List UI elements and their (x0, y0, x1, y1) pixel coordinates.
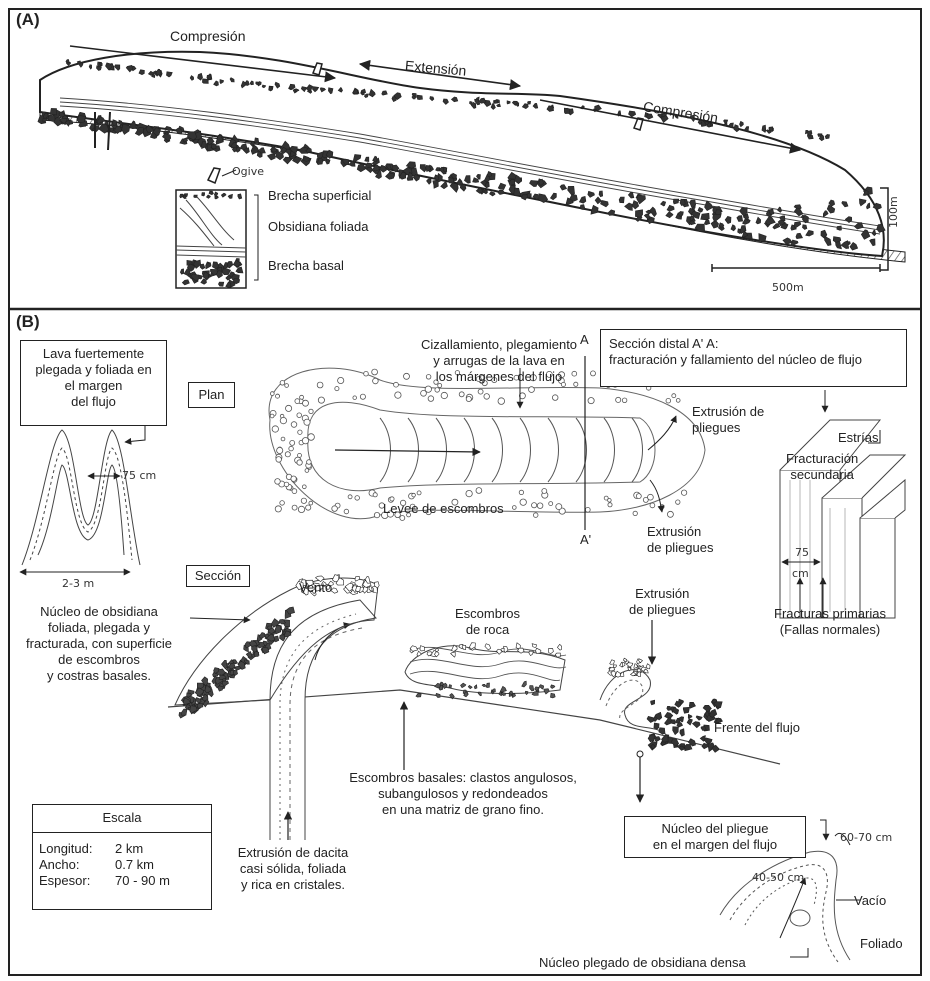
label-compresion-left: Compresión (170, 28, 245, 44)
label-ogive: Ogive (232, 164, 264, 180)
label-block-cm: cm (792, 566, 809, 582)
fract-prim-line-2: (Fallas normales) (762, 622, 898, 638)
cizallamiento-line-3: los márgenes del flujo (404, 369, 594, 385)
fault-blocks (780, 390, 905, 618)
label-extrusion-dacita: Extrusión de dacita casi sólida, foliada… (228, 845, 358, 893)
label-escombros-roca: Escombros de roca (455, 606, 520, 638)
scale-label-espesor: Espesor: (39, 873, 115, 889)
horizontal-scale-bar (712, 264, 880, 272)
seccion-tag: Sección (186, 565, 250, 587)
cizallamiento-line-1: Cizallamiento, plegamiento (404, 337, 594, 353)
nucleo-line-3: fracturada, con superficie (14, 636, 184, 652)
label-60-70: 60-70 cm (840, 830, 892, 846)
label-brecha-basal: Brecha basal (268, 258, 344, 274)
scale-label-longitud: Longitud: (39, 841, 115, 857)
nucleo-pliegue-line-2: en el margen del flujo (625, 837, 805, 853)
extrusion-section-line-2: de pliegues (629, 602, 696, 618)
label-nucleo-plegado: Núcleo plegado de obsidiana densa (539, 955, 746, 971)
label-extrusion-section: Extrusión de pliegues (629, 586, 696, 618)
box-lava-line-2: plegada y foliada en (21, 362, 166, 378)
box-lava-line-3: el margen (21, 378, 166, 394)
scale-row-thickness: Espesor:70 - 90 m (39, 873, 174, 889)
label-extrusion-pliegues-top: Extrusión de pliegues (692, 404, 764, 436)
extrusion-top-line-1: Extrusión de (692, 404, 764, 420)
box-lava-line-1: Lava fuertemente (21, 346, 166, 362)
panel-b-letter: (B) (16, 312, 40, 332)
nucleo-line-2: foliada, plegada y (14, 620, 184, 636)
basales-line-2: subangulosos y redondeados (328, 786, 598, 802)
label-vacio: Vacío (854, 893, 886, 909)
scale-row-width: Ancho:0.7 km (39, 857, 174, 873)
label-foliado: Foliado (860, 936, 903, 952)
fract-sec-line-1: Fracturación (786, 451, 858, 467)
cizallamiento-line-2: y arrugas de la lava en (404, 353, 594, 369)
scale-value-ancho: 0.7 km (115, 857, 174, 873)
extrusion-top-line-2: pliegues (692, 420, 764, 436)
label-a: A (580, 332, 589, 348)
extrusion-section-line-1: Extrusión (629, 586, 696, 602)
basales-line-1: Escombros basales: clastos angulosos, (328, 770, 598, 786)
escombros-roca-line-1: Escombros (455, 606, 520, 622)
nucleo-line-1: Núcleo de obsidiana (14, 604, 184, 620)
panel-a-letter: (A) (16, 10, 40, 30)
label-levee: Levee de escombros (383, 501, 504, 517)
ground-line (168, 690, 780, 764)
box-lava-plegada: Lava fuertemente plegada y foliada en el… (20, 340, 167, 426)
label-brecha-superficial: Brecha superficial (268, 188, 371, 204)
label-obsidiana-foliada: Obsidiana foliada (268, 219, 368, 235)
seccion-distal-line-2: fracturación y fallamiento del núcleo de… (609, 352, 906, 368)
label-75-cm: 75 cm (122, 468, 156, 484)
legend-column (176, 168, 258, 288)
label-vertical-scale: 100m (886, 196, 902, 228)
folded-lava-sketch (20, 426, 145, 572)
scale-row-length: Longitud:2 km (39, 841, 174, 857)
basales-line-3: en una matriz de grano fino. (328, 802, 598, 818)
seccion-distal-line-1: Sección distal A' A: (609, 336, 906, 352)
ogive-marker (208, 168, 220, 183)
label-vento: Vento (299, 580, 332, 596)
fract-sec-line-2: secundaria (786, 467, 858, 483)
label-a-prime: A' (580, 532, 591, 548)
label-nucleo-obsidiana: Núcleo de obsidiana foliada, plegada y f… (14, 604, 184, 684)
label-frente-flujo: Frente del flujo (714, 720, 800, 736)
box-lava-line-4: del flujo (21, 394, 166, 410)
escombros-roca-line-2: de roca (455, 622, 520, 638)
label-40-50: 40-50 cm (752, 870, 804, 886)
label-horizontal-scale: 500m (772, 280, 804, 296)
scale-value-longitud: 2 km (115, 841, 174, 857)
label-estrias: Estrías (838, 430, 878, 446)
label-fracturas-primarias: Fracturas primarias (Fallas normales) (762, 606, 898, 638)
dacita-line-3: y rica en cristales. (228, 877, 358, 893)
dacita-line-1: Extrusión de dacita (228, 845, 358, 861)
lava-flow-cross-section (38, 46, 905, 272)
label-fracturacion-secundaria: Fracturación secundaria (786, 451, 858, 483)
label-cizallamiento: Cizallamiento, plegamiento y arrugas de … (404, 337, 594, 385)
nucleo-pliegue-line-1: Núcleo del pliegue (625, 821, 805, 837)
legend-brace (254, 195, 258, 280)
scale-value-espesor: 70 - 90 m (115, 873, 174, 889)
dacita-line-2: casi sólida, foliada (228, 861, 358, 877)
label-2-3-m: 2-3 m (62, 576, 94, 592)
label-block-75: 75 (795, 545, 809, 561)
flow-outline (40, 52, 884, 256)
label-escombros-basales: Escombros basales: clastos angulosos, su… (328, 770, 598, 818)
box-seccion-distal: Sección distal A' A: fracturación y fall… (600, 329, 907, 387)
nucleo-line-4: de escombros (14, 652, 184, 668)
scale-box: Escala Longitud:2 km Ancho:0.7 km Espeso… (32, 804, 212, 910)
label-extrusion-pliegues-bottom: Extrusión de pliegues (647, 524, 714, 556)
nucleo-line-5: y costras basales. (14, 668, 184, 684)
extrusion-bottom-line-1: Extrusión (647, 524, 714, 540)
plan-tag: Plan (188, 382, 235, 408)
scale-title: Escala (33, 805, 211, 833)
fract-prim-line-1: Fracturas primarias (762, 606, 898, 622)
box-nucleo-pliegue: Núcleo del pliegue en el margen del fluj… (624, 816, 806, 858)
scale-table: Longitud:2 km Ancho:0.7 km Espesor:70 - … (39, 841, 174, 889)
scale-label-ancho: Ancho: (39, 857, 115, 873)
extrusion-bottom-line-2: de pliegues (647, 540, 714, 556)
